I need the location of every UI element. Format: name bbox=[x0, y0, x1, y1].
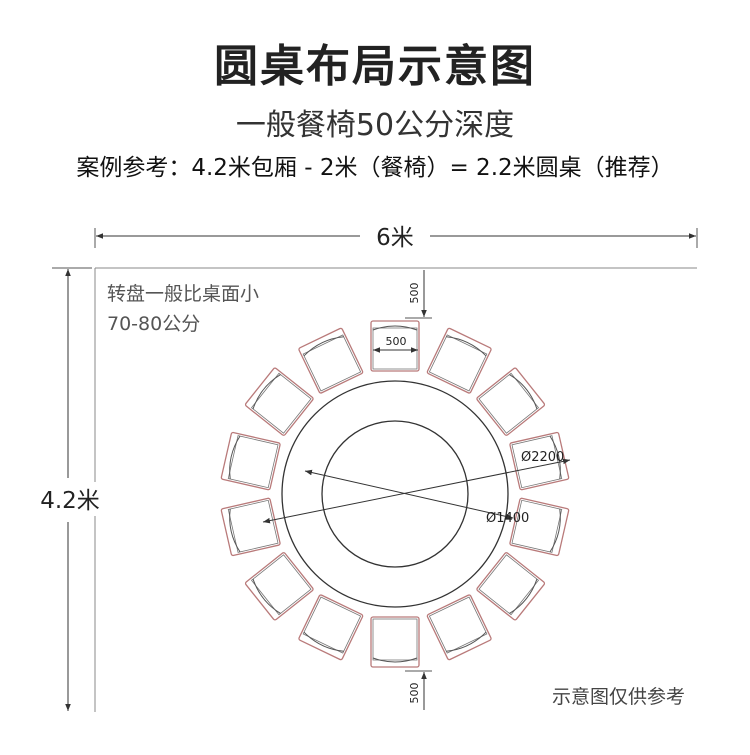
chair bbox=[370, 616, 420, 668]
example-note: 案例参考：4.2米包厢 - 2米（餐椅）= 2.2米圆桌（推荐） bbox=[76, 155, 674, 181]
bottom-chair-depth-label: 500 bbox=[408, 683, 421, 704]
top-chair-depth-dimension: 500 bbox=[405, 270, 432, 319]
turntable-note-line1: 转盘一般比桌面小 bbox=[107, 283, 259, 305]
chair bbox=[476, 367, 546, 436]
turntable-note-line2: 70-80公分 bbox=[107, 313, 200, 335]
room-height-dimension: 4.2米 bbox=[30, 267, 110, 711]
chair bbox=[220, 431, 281, 491]
turntable-circle bbox=[321, 420, 469, 568]
chair bbox=[426, 594, 492, 661]
chair bbox=[476, 552, 546, 621]
top-chair-depth-label: 500 bbox=[408, 283, 421, 304]
room-width-label: 6米 bbox=[376, 225, 414, 251]
table-diameter-label: Ø2200 bbox=[521, 450, 564, 465]
chair bbox=[298, 594, 364, 661]
page-subtitle: 一般餐椅50公分深度 bbox=[235, 108, 515, 143]
turntable-diameter-label: Ø1400 bbox=[486, 511, 529, 526]
turntable-diameter-line bbox=[262, 458, 571, 524]
table-circle bbox=[281, 380, 509, 608]
chair bbox=[509, 497, 570, 557]
disclaimer-note: 示意图仅供参考 bbox=[552, 686, 685, 708]
chair bbox=[426, 327, 492, 394]
chair bbox=[244, 552, 314, 621]
chair bbox=[220, 497, 281, 557]
room-height-label: 4.2米 bbox=[40, 488, 100, 514]
chair bbox=[298, 327, 364, 394]
top-chair-width-dimension: 500 bbox=[373, 335, 418, 353]
room-width-dimension: 6米 bbox=[94, 225, 698, 251]
chair bbox=[244, 367, 314, 436]
page-title: 圆桌布局示意图 bbox=[214, 41, 536, 92]
bottom-chair-depth-dimension: 500 bbox=[405, 670, 432, 710]
top-chair-width-label: 500 bbox=[386, 335, 407, 348]
chairs-ring bbox=[220, 320, 570, 668]
